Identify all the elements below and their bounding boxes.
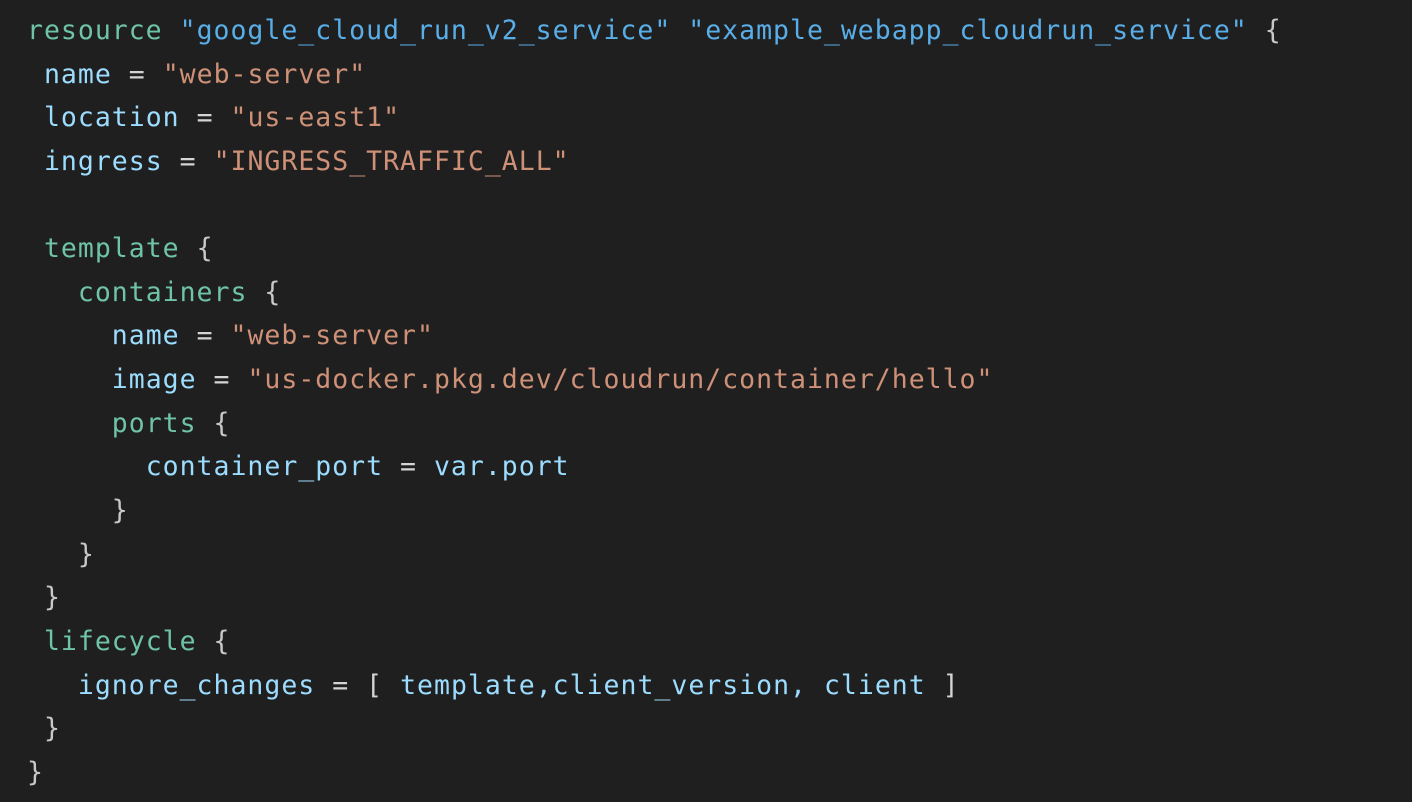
code-line-3: location = "us-east1" [27,96,1282,140]
close-bracket: ] [942,669,960,701]
close-brace: } [77,538,95,570]
open-brace: { [1264,15,1282,46]
variable-reference: var.port [433,451,570,483]
string-value: "us-east1" [230,102,401,134]
open-brace: { [213,407,231,439]
attribute-name: name [111,320,180,352]
code-line-18: } [27,751,1282,795]
string-value: "INGRESS_TRAFFIC_ALL" [213,145,570,177]
code-line-2: name = "web-server" [27,53,1282,97]
equals-sign: = [332,669,350,701]
block-keyword: containers [77,276,248,308]
string-value: "web-server" [162,58,367,90]
code-line-6: template { [27,227,1282,271]
attribute-name: image [111,364,197,396]
attribute-name: location [43,102,180,134]
attribute-name: ignore_changes [77,669,316,701]
code-line-14: } [27,576,1282,620]
code-line-1: resource "google_cloud_run_v2_service" "… [27,9,1282,53]
code-line-13: } [27,533,1282,577]
code-line-11: container_port = var.port [27,445,1282,489]
code-line-5-blank [27,184,1282,228]
open-brace: { [264,276,282,308]
attribute-name: container_port [145,451,384,483]
string-value: "us-docker.pkg.dev/cloudrun/container/he… [247,364,994,396]
code-line-15: lifecycle { [27,620,1282,664]
attribute-name: name [43,58,112,90]
close-brace: } [43,582,61,614]
open-bracket: [ [366,669,384,701]
block-keyword: ports [111,407,197,439]
code-line-8: name = "web-server" [27,314,1282,358]
code-line-16: ignore_changes = [ template,client_versi… [27,664,1282,708]
open-brace: { [213,625,231,657]
resource-name-label: "example_webapp_cloudrun_service" [688,15,1248,46]
code-line-9: image = "us-docker.pkg.dev/cloudrun/cont… [27,358,1282,402]
block-keyword: resource [27,15,163,46]
equals-sign: = [400,451,417,483]
block-keyword: template [43,233,180,265]
code-line-12: } [27,489,1282,533]
block-keyword: lifecycle [43,625,197,657]
close-brace: } [111,495,129,527]
string-value: "web-server" [230,320,434,352]
code-editor[interactable]: resource "google_cloud_run_v2_service" "… [27,9,1282,795]
equals-sign: = [128,58,146,90]
resource-type-label: "google_cloud_run_v2_service" [179,15,672,46]
close-brace: } [27,756,44,788]
attribute-name: ingress [43,145,163,177]
equals-sign: = [213,364,231,396]
code-line-10: ports { [27,402,1282,446]
code-line-7: containers { [27,271,1282,315]
close-brace: } [43,713,61,745]
list-items: template,client_version, client [400,669,926,701]
equals-sign: = [196,320,214,352]
open-brace: { [196,233,214,265]
equals-sign: = [179,145,197,177]
code-line-17: } [27,707,1282,751]
code-line-4: ingress = "INGRESS_TRAFFIC_ALL" [27,140,1282,184]
equals-sign: = [196,102,214,134]
